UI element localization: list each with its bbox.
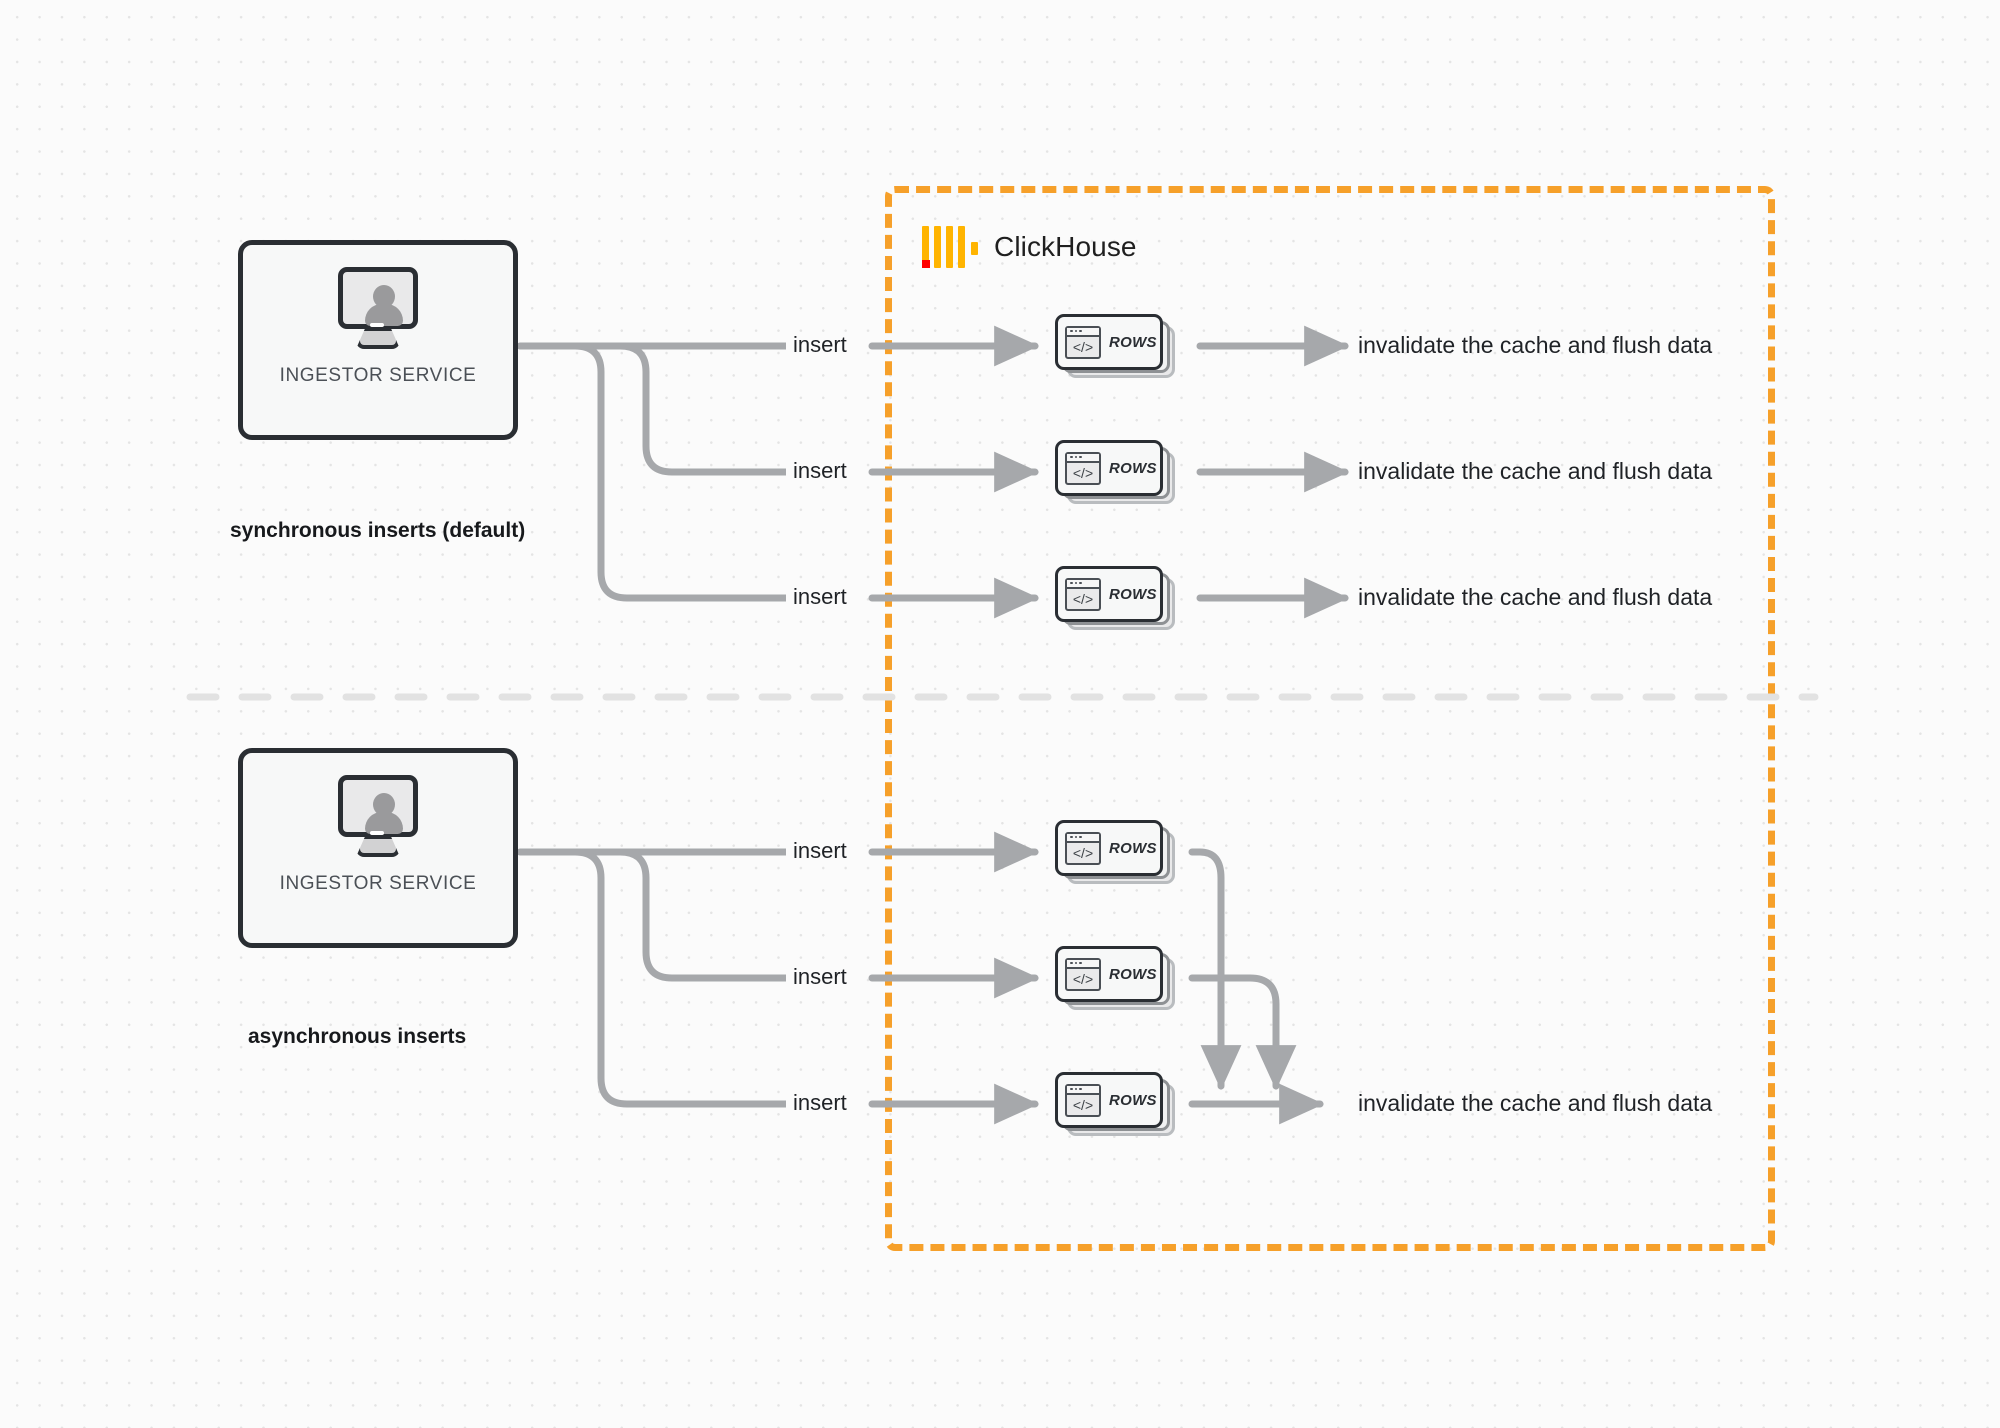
edge-sync-out-3 <box>556 342 804 602</box>
clickhouse-label: ClickHouse <box>994 231 1137 262</box>
edge-label-insert-sync-3: insert <box>786 584 854 610</box>
rows-node-async-2[interactable]: </> ROWS <box>1055 946 1177 1010</box>
code-window-icon: </> <box>1065 577 1101 611</box>
code-window-icon: </> <box>1065 325 1101 359</box>
rows-label: ROWS <box>1109 459 1157 477</box>
code-window-icon: </> <box>1065 831 1101 865</box>
edge-label-insert-async-1: insert <box>786 838 854 864</box>
code-window-icon: </> <box>1065 451 1101 485</box>
rows-label: ROWS <box>1109 585 1157 603</box>
edge-label-insert-sync-1: insert <box>786 332 854 358</box>
clickhouse-boundary <box>885 186 1775 1251</box>
flush-label-sync-1: invalidate the cache and flush data <box>1358 332 1713 358</box>
edge-async-merge-1 <box>1188 848 1242 1091</box>
flush-label-sync-3: invalidate the cache and flush data <box>1358 584 1713 610</box>
edge-label-insert-sync-2: insert <box>786 458 854 484</box>
section-caption-synchronous: synchronous inserts (default) <box>230 519 526 542</box>
edge-async-out-2 <box>556 848 804 982</box>
monitor-user-icon <box>332 267 424 351</box>
rows-node-sync-3[interactable]: </> ROWS <box>1055 566 1177 630</box>
edge-sync-out-2 <box>556 342 804 476</box>
clickhouse-logo-group: ClickHouse <box>922 222 1342 272</box>
rows-label: ROWS <box>1109 839 1157 857</box>
monitor-user-icon <box>332 775 424 859</box>
section-caption-asynchronous: asynchronous inserts <box>248 1025 467 1048</box>
ingestor-service-node-async[interactable]: INGESTOR SERVICE <box>238 748 518 948</box>
rows-label: ROWS <box>1109 965 1157 983</box>
edge-async-merge-2 <box>1188 974 1297 1091</box>
rows-label: ROWS <box>1109 333 1157 351</box>
edge-label-insert-async-2: insert <box>786 964 854 990</box>
ingestor-service-node-sync[interactable]: INGESTOR SERVICE <box>238 240 518 440</box>
code-window-icon: </> <box>1065 1083 1101 1117</box>
ingestor-service-label-sync: INGESTOR SERVICE <box>279 365 477 386</box>
rows-node-sync-1[interactable]: </> ROWS <box>1055 314 1177 378</box>
flush-label-async-merged: invalidate the cache and flush data <box>1358 1090 1713 1116</box>
edge-label-insert-async-3: insert <box>786 1090 854 1116</box>
clickhouse-logo-icon <box>922 226 980 268</box>
rows-node-async-1[interactable]: </> ROWS <box>1055 820 1177 884</box>
rows-label: ROWS <box>1109 1091 1157 1109</box>
flush-label-sync-2: invalidate the cache and flush data <box>1358 458 1713 484</box>
ingestor-service-label-async: INGESTOR SERVICE <box>279 873 477 894</box>
edge-async-out-3 <box>556 848 804 1108</box>
code-window-icon: </> <box>1065 957 1101 991</box>
rows-node-sync-2[interactable]: </> ROWS <box>1055 440 1177 504</box>
rows-node-async-3[interactable]: </> ROWS <box>1055 1072 1177 1136</box>
